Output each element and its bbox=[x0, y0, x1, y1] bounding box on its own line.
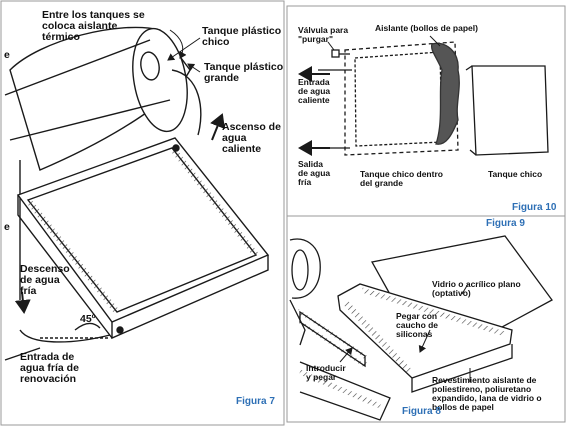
collector-inner-edge bbox=[25, 198, 120, 314]
tank-fragment bbox=[289, 238, 321, 299]
callout-arrow-insulation bbox=[169, 29, 187, 59]
glass-callout-line bbox=[461, 283, 469, 295]
renewal-inlet-pipe bbox=[19, 329, 111, 343]
cold-water-descent-arrow bbox=[14, 291, 31, 314]
angle-45-arc bbox=[74, 322, 101, 331]
label-hot-water-inlet: Entrada de agua caliente bbox=[298, 77, 331, 105]
glue-callout-arrow bbox=[418, 329, 431, 353]
callout-arrow-small-tank bbox=[167, 37, 201, 61]
label-insulation-between-tanks: Entre los tanques se coloca aislante tér… bbox=[42, 9, 145, 43]
paper-ball-insulation bbox=[430, 42, 460, 145]
hot-water-rise-arrow bbox=[210, 113, 225, 141]
collector-inlet-port bbox=[116, 326, 124, 334]
hot-water-pipe bbox=[171, 69, 202, 136]
caption-figure-7: Figura 7 bbox=[236, 396, 275, 407]
label-small-tank-inside-big: Tanque chico dentro del grande bbox=[360, 169, 443, 188]
label-paper-insulation: Aislante (bollos de papel) bbox=[375, 23, 478, 33]
collector-outlet-port bbox=[172, 144, 180, 152]
label-insert-and-glue: Introducir y pegar bbox=[306, 363, 346, 382]
big-tank-outline bbox=[344, 41, 459, 156]
introduce-callout-arrow bbox=[339, 347, 353, 363]
label-edge-letter: e bbox=[4, 221, 10, 233]
label-renewal-inlet: Entrada de agua fría de renovación bbox=[20, 351, 79, 385]
insulated-box bbox=[337, 283, 513, 379]
label-big-plastic-tank: Tanque plástico grande bbox=[204, 61, 284, 84]
label-angle: 45º bbox=[80, 313, 96, 325]
insulation-edge-hatch bbox=[342, 299, 413, 375]
solar-collector-box bbox=[16, 137, 270, 340]
figure-7-drawing bbox=[4, 26, 270, 361]
label-cold-water-descent: Descenso de agua fría bbox=[20, 263, 70, 297]
bottom-panel bbox=[299, 361, 391, 421]
label-small-tank: Tanque chico bbox=[488, 169, 543, 179]
callout-arrow-big-tank bbox=[187, 63, 201, 73]
caption-figure-10: Figura 10 bbox=[512, 202, 557, 213]
small-plastic-tank bbox=[140, 51, 160, 81]
label-glass-plate: Vidrio o acrílico plano (optativo) bbox=[432, 279, 521, 298]
label-cold-water-outlet: Salida de agua fría bbox=[298, 159, 331, 187]
insulation-callout-line bbox=[429, 35, 441, 47]
label-insulating-lining: Revestimiento aislante de poliestireno, … bbox=[432, 375, 542, 412]
caption-figure-9: Figura 9 bbox=[486, 218, 525, 229]
separate-small-tank bbox=[471, 65, 549, 156]
label-edge-letter: e bbox=[4, 49, 10, 61]
valve-callout-line bbox=[327, 41, 335, 51]
small-tank-inside bbox=[354, 51, 443, 147]
figure-9-drawing bbox=[289, 235, 553, 421]
purge-valve bbox=[331, 49, 340, 58]
label-purge-valve: Válvula para "purgar" bbox=[298, 25, 349, 44]
label-small-plastic-tank: Tanque plástico chico bbox=[202, 25, 282, 48]
caption-figure-8: Figura 8 bbox=[402, 406, 441, 417]
label-hot-water-rise: Ascenso de agua caliente bbox=[222, 121, 281, 155]
figure-10-drawing bbox=[298, 35, 549, 156]
label-silicone-glue: Pegar con caucho de siliconas bbox=[396, 311, 439, 339]
